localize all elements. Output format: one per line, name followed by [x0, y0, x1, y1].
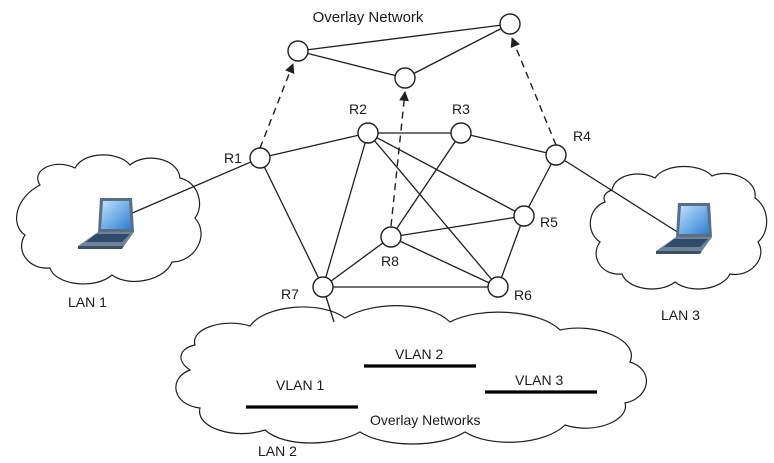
router-r4: [545, 144, 567, 166]
router-r6: [487, 276, 509, 298]
router-r6-label: R6: [514, 287, 532, 303]
vlan1-label: VLAN 1: [276, 377, 324, 393]
router-r2-label: R2: [349, 101, 367, 117]
lan1-laptop-icon: [78, 198, 134, 249]
overlay-network-title: Overlay Network: [313, 9, 424, 26]
overlay-node-1: [287, 40, 309, 62]
vlan3-label: VLAN 3: [515, 372, 563, 388]
overlay-node-2: [394, 67, 416, 89]
router-r5-label: R5: [540, 214, 558, 230]
router-r8-label: R8: [381, 253, 399, 269]
router-r3: [450, 122, 472, 144]
overlay-nodes: [287, 13, 521, 89]
lan2-label: LAN 2: [258, 443, 297, 459]
vlan-lines: [246, 364, 597, 409]
physical-edges: [129, 132, 691, 323]
router-r2: [357, 122, 379, 144]
lan1-label: LAN 1: [68, 294, 107, 310]
router-r1: [249, 147, 271, 169]
vlan2-label: VLAN 2: [395, 346, 443, 362]
router-r8: [380, 226, 402, 248]
overlay-networks-label: Overlay Networks: [370, 412, 480, 428]
router-r7: [312, 276, 334, 298]
router-r4-label: R4: [573, 128, 591, 144]
lan3-laptop-icon: [656, 203, 712, 254]
router-r5: [513, 205, 535, 227]
router-nodes: [249, 122, 567, 298]
overlay-edges: [297, 23, 511, 79]
router-r1-label: R1: [224, 150, 242, 166]
overlay-node-3: [499, 13, 521, 35]
lan2-cloud: [175, 305, 648, 445]
lan3-label: LAN 3: [661, 307, 700, 323]
router-r7-label: R7: [281, 286, 299, 302]
mapping-arrows: [259, 37, 557, 227]
router-r3-label: R3: [452, 101, 470, 117]
